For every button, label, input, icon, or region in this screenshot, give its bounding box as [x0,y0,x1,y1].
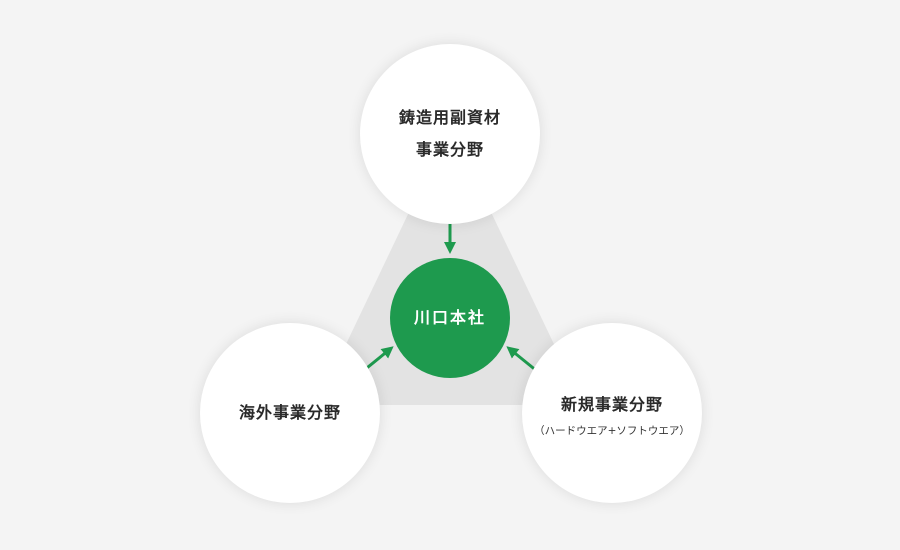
node-casting-materials: 鋳造用副資材 事業分野 [360,44,540,224]
node-overseas-business: 海外事業分野 [200,323,380,503]
node-overseas-business-label: 海外事業分野 [238,403,341,422]
node-new-business-sub: （ハードウエア+ソフトウエア） [534,424,690,437]
node-casting-materials-line1: 鋳造用副資材 [398,108,501,127]
node-kawaguchi-hq: 川口本社 [390,258,510,378]
node-kawaguchi-hq-label: 川口本社 [413,308,486,327]
node-new-business-label: 新規事業分野 [560,394,663,414]
node-casting-materials-line2: 事業分野 [415,140,484,159]
node-new-business: 新規事業分野 （ハードウエア+ソフトウエア） [522,323,702,503]
